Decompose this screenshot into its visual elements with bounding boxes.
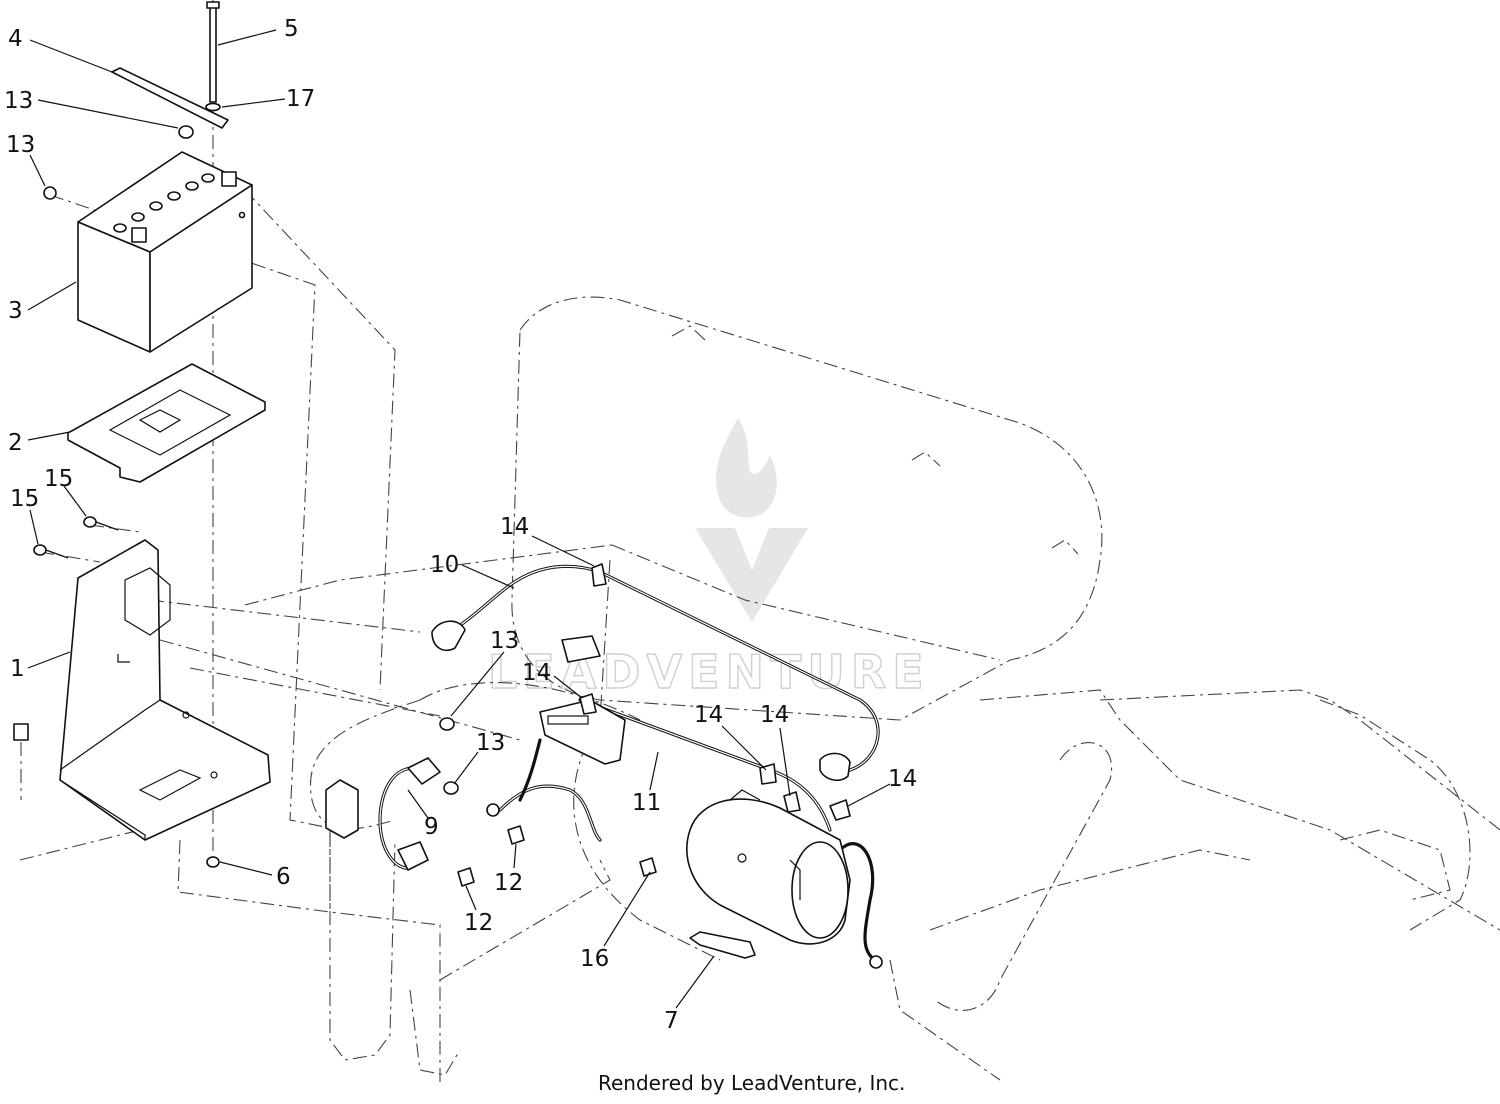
callout-10: 10 [430, 552, 459, 578]
part-ground-cable [486, 738, 883, 969]
part-screw-16 [639, 857, 657, 877]
mower-frame-phantom [244, 296, 1500, 1081]
callout-3: 3 [8, 298, 23, 324]
callout-13: 13 [476, 730, 505, 756]
part-cable-9 [325, 757, 441, 871]
callout-9: 9 [424, 814, 439, 840]
part-loose-bolt [13, 723, 29, 800]
callout-15: 15 [44, 466, 73, 492]
part-bolt-lower [457, 867, 475, 887]
part-lower-nut [206, 856, 220, 868]
part-tie-right-a [759, 763, 777, 785]
callout-5: 5 [284, 16, 299, 42]
part-washer [205, 102, 221, 112]
callout-labels: 4 5 13 17 13 3 2 15 15 1 14 10 13 14 13 … [4, 16, 917, 1034]
part-hold-down-bar [111, 67, 229, 129]
part-battery [77, 151, 253, 353]
callout-13: 13 [490, 628, 519, 654]
callout-14: 14 [522, 660, 551, 686]
callout-6: 6 [276, 864, 291, 890]
part-tie-right-c [829, 799, 851, 821]
callout-12: 12 [464, 910, 493, 936]
part-tie-upper [591, 563, 607, 587]
part-nut-upper [178, 125, 194, 139]
callout-1: 1 [10, 656, 25, 682]
part-starter-motor [686, 789, 851, 945]
callout-14: 14 [760, 702, 789, 728]
leader-lines [27, 29, 891, 1009]
part-strap [689, 931, 756, 959]
callout-16: 16 [580, 946, 609, 972]
callout-17: 17 [286, 86, 315, 112]
callout-14: 14 [888, 766, 917, 792]
part-nut-lower-b [443, 781, 459, 795]
watermark: LEADVENTURE [487, 418, 930, 700]
callout-2: 2 [8, 430, 23, 456]
callout-14: 14 [694, 702, 723, 728]
watermark-flame-icon [716, 418, 777, 518]
callout-15: 15 [10, 486, 39, 512]
part-j-bolt [206, 1, 220, 103]
part-nut-lower-a [439, 717, 455, 731]
part-screw-upper [83, 516, 119, 531]
part-nut-left [43, 186, 57, 200]
callout-12: 12 [494, 870, 523, 896]
callout-7: 7 [664, 1008, 679, 1034]
part-cable-10 [431, 564, 880, 782]
part-tie-right-b [783, 791, 801, 813]
part-tie-mid [579, 693, 597, 715]
part-bolt-upper [507, 825, 525, 845]
render-credit: Rendered by LeadVenture, Inc. [598, 1071, 905, 1095]
callout-11: 11 [632, 790, 661, 816]
watermark-text: LEADVENTURE [488, 645, 930, 699]
callout-14: 14 [500, 514, 529, 540]
assembly-lines [19, 0, 521, 1085]
callout-13: 13 [6, 132, 35, 158]
part-battery-bracket [59, 539, 271, 841]
watermark-v-icon [695, 528, 808, 622]
callout-4: 4 [8, 26, 23, 52]
part-screw-lower [33, 544, 69, 559]
part-battery-tray [67, 363, 266, 483]
callout-13: 13 [4, 88, 33, 114]
